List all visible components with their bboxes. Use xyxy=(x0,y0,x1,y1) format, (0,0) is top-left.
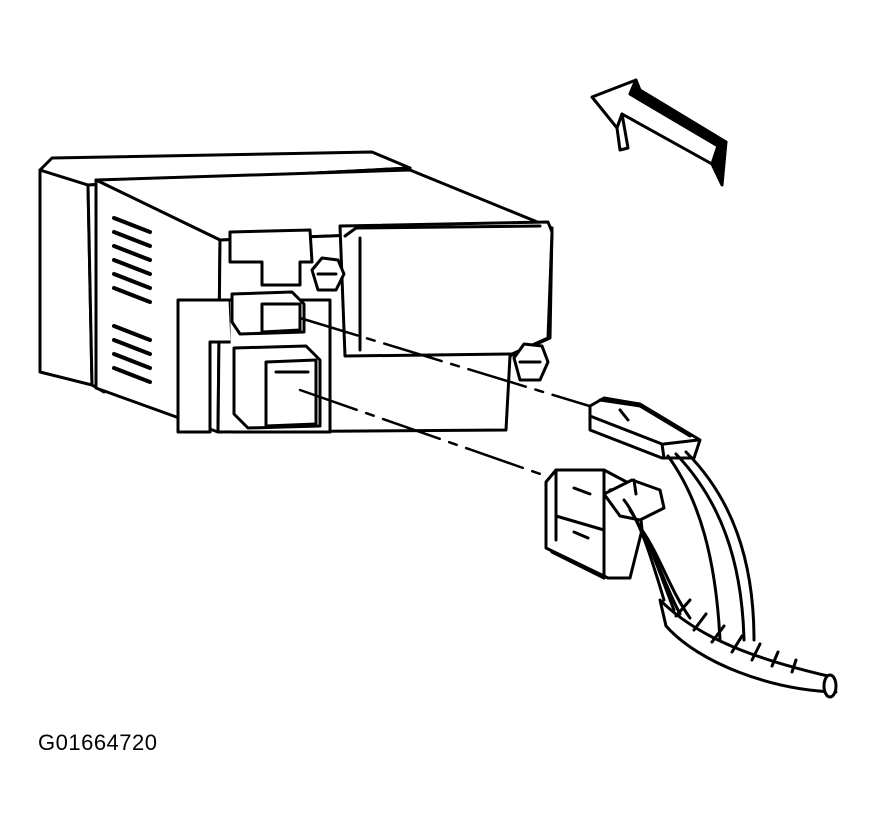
figure-id-label: G01664720 xyxy=(38,730,158,755)
wiring-harness xyxy=(622,450,838,699)
upper-socket xyxy=(230,290,306,336)
upper-electrical-connector xyxy=(588,396,702,460)
vent-slots xyxy=(112,216,152,384)
control-module xyxy=(38,150,554,434)
mounting-bolt-icon xyxy=(310,256,346,292)
lower-electrical-connector xyxy=(544,468,666,580)
lower-socket xyxy=(232,344,322,430)
mounting-bolt-icon xyxy=(512,342,550,382)
alignment-lines xyxy=(298,316,598,478)
direction-arrow-icon xyxy=(590,78,728,187)
